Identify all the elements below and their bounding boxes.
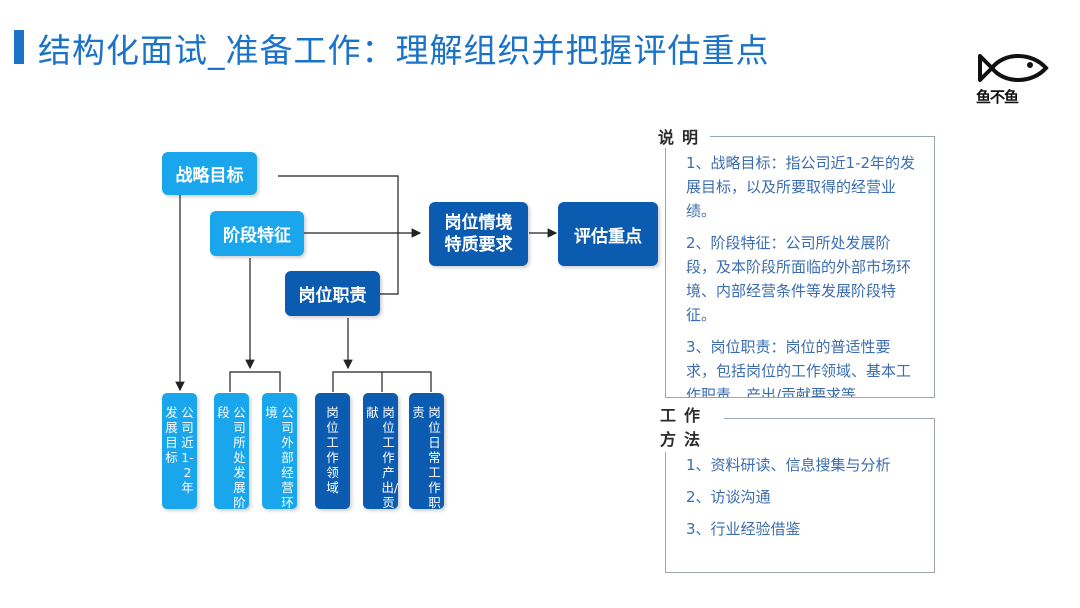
leaf-text: 境	[265, 405, 278, 420]
job-context-line-2: 特质要求	[444, 235, 513, 255]
leaf-box-5: 岗位工作产出/贡 献	[363, 393, 399, 510]
leaf-text: 献	[366, 405, 379, 420]
explain-items: 1、战略目标：指公司近1-2年的发展目标，以及所要取得的经营业绩。 2、阶段特征…	[686, 151, 920, 398]
leaf-box-2: 公司所处发展阶 段	[214, 393, 249, 510]
explain-label: 说明	[658, 124, 711, 148]
explain-panel: 1、战略目标：指公司近1-2年的发展目标，以及所要取得的经营业绩。 2、阶段特征…	[665, 136, 935, 398]
logo-text: 鱼不鱼	[976, 88, 1019, 106]
leaf-text: 公司所处发展阶	[233, 405, 246, 510]
leaf-text: 发展目标	[165, 405, 178, 465]
leaf-text: 公司外部经营环	[281, 405, 294, 510]
fish-icon	[978, 54, 1049, 82]
leaf-box-6: 岗位日常工作职 责	[409, 393, 444, 510]
explain-item: 2、阶段特征：公司所处发展阶段，及本阶段所面临的外部市场环境、内部经营条件等发展…	[686, 234, 912, 324]
methods-items: 1、资料研读、信息搜集与分析 2、访谈沟通 3、行业经验借鉴	[686, 453, 920, 549]
leaf-text: 责	[412, 405, 425, 420]
leaf-text: 公司近1-2年	[181, 405, 194, 495]
title-accent-bar	[14, 30, 24, 64]
methods-panel: 1、资料研读、信息搜集与分析 2、访谈沟通 3、行业经验借鉴	[665, 418, 935, 573]
method-item: 2、访谈沟通	[686, 488, 771, 506]
page-title: 结构化面试_准备工作：理解组织并把握评估重点	[38, 31, 770, 70]
job-context-line-1: 岗位情境	[444, 213, 513, 233]
leaf-box-3: 公司外部经营环 境	[262, 393, 297, 510]
methods-label: 工作方法	[660, 404, 724, 452]
job-context-box: 岗位情境 特质要求	[429, 202, 528, 266]
leaf-text: 岗位日常工作职	[428, 405, 441, 510]
stage-features-box: 阶段特征	[210, 211, 304, 256]
explain-item: 3、岗位职责：岗位的普适性要求，包括岗位的工作领域、基本工作职责、产出/贡献要求…	[686, 338, 912, 398]
strategic-goal-box: 战略目标	[162, 152, 257, 195]
method-item: 3、行业经验借鉴	[686, 520, 801, 538]
leaf-text: 岗位工作领域	[326, 405, 339, 495]
eval-focus-box: 评估重点	[558, 202, 658, 266]
leaf-box-1: 公司近1-2年 发展目标	[162, 393, 197, 509]
explain-item: 1、战略目标：指公司近1-2年的发展目标，以及所要取得的经营业绩。	[686, 154, 916, 220]
leaf-text: 段	[217, 405, 230, 420]
leaf-text: 岗位工作产出/贡	[381, 405, 399, 510]
method-item: 1、资料研读、信息搜集与分析	[686, 456, 891, 474]
job-duties-box: 岗位职责	[285, 271, 380, 316]
leaf-box-4: 岗位工作领域	[315, 393, 350, 509]
